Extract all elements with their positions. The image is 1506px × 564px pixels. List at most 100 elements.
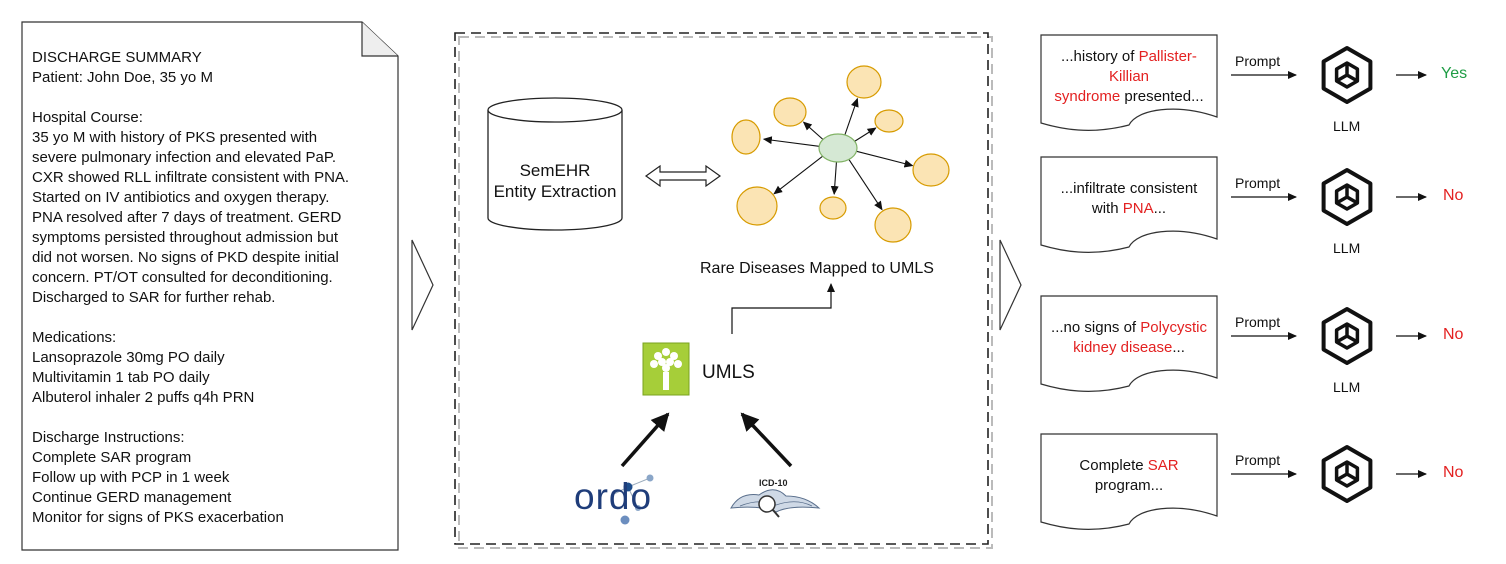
snippet-segment: ... [1172, 339, 1185, 356]
document-line: Lansoprazole 30mg PO daily [32, 349, 225, 366]
document-line: CXR showed RLL infiltrate consistent wit… [32, 169, 350, 186]
semehr-database-icon [487, 97, 623, 231]
document-spacer [32, 408, 392, 428]
ordo-to-umls-arrow [620, 412, 670, 468]
snippet-segment: ...no signs of [1051, 319, 1141, 336]
disease-node [773, 97, 807, 127]
snippet-document-shape [1040, 156, 1218, 253]
snippet-segment: Complete [1079, 457, 1148, 474]
llm-label: LLM [1333, 118, 1361, 134]
graph-edge [773, 155, 824, 195]
document-line: PNA resolved after 7 days of treatment. … [32, 209, 342, 226]
disease-node [736, 186, 778, 226]
snippet-line: Complete SAR [1041, 456, 1217, 476]
icd10-logo-graphic [730, 489, 821, 518]
document-line: Hospital Course: [32, 109, 143, 126]
document-spacer [32, 88, 392, 108]
llm-icon [1321, 307, 1373, 365]
document-line: 35 yo M with history of PKS presented wi… [32, 129, 318, 146]
discharge-summary-text: DISCHARGE SUMMARY Patient: John Doe, 35 y… [32, 48, 392, 528]
document-line: Patient: John Doe, 35 yo M [32, 69, 213, 86]
semehr-label: SemEHR Entity Extraction [488, 160, 622, 202]
icd10-logo-text: ICD-10 [759, 478, 788, 488]
snippet-document-shape [1040, 295, 1218, 392]
document-line: Monitor for signs of PKS exacerbation [32, 509, 284, 526]
snippet-document-shape [1040, 433, 1218, 530]
document-line: severe pulmonary infection and elevated … [32, 149, 337, 166]
snippet-line: with PNA... [1041, 199, 1217, 219]
snippet-text: ...no signs of Polycystic kidney disease.… [1041, 318, 1217, 358]
umls-label: UMLS [702, 362, 755, 383]
snippet-line: ...infiltrate consistent [1041, 179, 1217, 199]
answer-label: No [1443, 187, 1464, 204]
document-line: DISCHARGE SUMMARY [32, 49, 202, 66]
disease-node [846, 65, 882, 99]
ordo-logo-text: ordo [574, 476, 653, 517]
prompt-label: Prompt [1235, 175, 1281, 191]
graph-edge [762, 136, 821, 147]
discharge-document-shape [21, 21, 399, 551]
snippet-line: ...history of Pallister- [1041, 47, 1217, 67]
snippet-document-shape [1040, 34, 1218, 131]
snippet-segment: ...history of [1061, 48, 1139, 65]
pipeline-box [454, 32, 993, 549]
disease-node [874, 109, 904, 133]
disease-node [874, 207, 912, 243]
snippet-line: program... [1041, 476, 1217, 496]
answer-label: No [1443, 326, 1464, 343]
rare-disease-graph [731, 65, 950, 243]
document-line: symptoms persisted throughout admission … [32, 229, 338, 246]
answer-label: Yes [1441, 65, 1468, 82]
snippet-line: Killian [1041, 67, 1217, 87]
results-layer [1040, 34, 1427, 530]
prompt-label: Prompt [1235, 452, 1281, 468]
snippet-segment: ... [1153, 200, 1167, 217]
document-line: Medications: [32, 329, 117, 346]
umls-to-graph-arrow [731, 283, 835, 334]
disease-node [819, 196, 847, 220]
graph-edge [844, 97, 859, 136]
prompt-label: Prompt [1235, 53, 1281, 69]
snippet-line: kidney disease... [1041, 338, 1217, 358]
disease-node [912, 153, 950, 187]
document-line: Albuterol inhaler 2 puffs q4h PRN [32, 389, 255, 406]
graph-edge [802, 121, 824, 141]
ordo-logo-graphic [613, 474, 654, 525]
semehr-label-line1: SemEHR [519, 161, 591, 180]
highlighted-entity: Killian [1108, 68, 1150, 85]
document-line: Discharged to SAR for further rehab. [32, 289, 276, 306]
snippet-segment: ...infiltrate consistent [1060, 180, 1198, 197]
prompt-label: Prompt [1235, 314, 1281, 330]
llm-icon [1321, 46, 1373, 104]
document-line: Multivitamin 1 tab PO daily [32, 369, 210, 386]
graph-caption: Rare Diseases Mapped to UMLS [700, 260, 934, 277]
icd-to-umls-arrow [740, 412, 793, 468]
answer-label: No [1443, 464, 1464, 481]
graph-edge [848, 158, 883, 211]
snippet-segment: with [1091, 200, 1123, 217]
llm-label: LLM [1333, 379, 1361, 395]
highlighted-entity: syndrome [1054, 88, 1121, 105]
document-line: concern. PT/OT consulted for decondition… [32, 269, 333, 286]
snippet-segment: program... [1094, 477, 1164, 494]
snippet-text: ...infiltrate consistent with PNA... [1041, 179, 1217, 219]
flow-chevron-left [411, 239, 434, 331]
snippet-segment: presented... [1120, 88, 1204, 105]
llm-icon [1321, 445, 1373, 503]
disease-node [731, 119, 761, 155]
document-line: Follow up with PCP in 1 week [32, 469, 230, 486]
document-line: Complete SAR program [32, 449, 192, 466]
llm-label: LLM [1333, 240, 1361, 256]
document-line: did not worsen. No signs of PKD despite … [32, 249, 339, 266]
umls-hub-node [818, 133, 858, 163]
semehr-label-line2: Entity Extraction [493, 182, 617, 201]
graph-edge [855, 150, 914, 168]
document-line: Discharge Instructions: [32, 429, 185, 446]
graph-edge [853, 127, 877, 143]
highlighted-entity: Polycystic [1140, 319, 1207, 336]
highlighted-entity: SAR [1147, 457, 1179, 474]
graph-edge [830, 161, 839, 196]
